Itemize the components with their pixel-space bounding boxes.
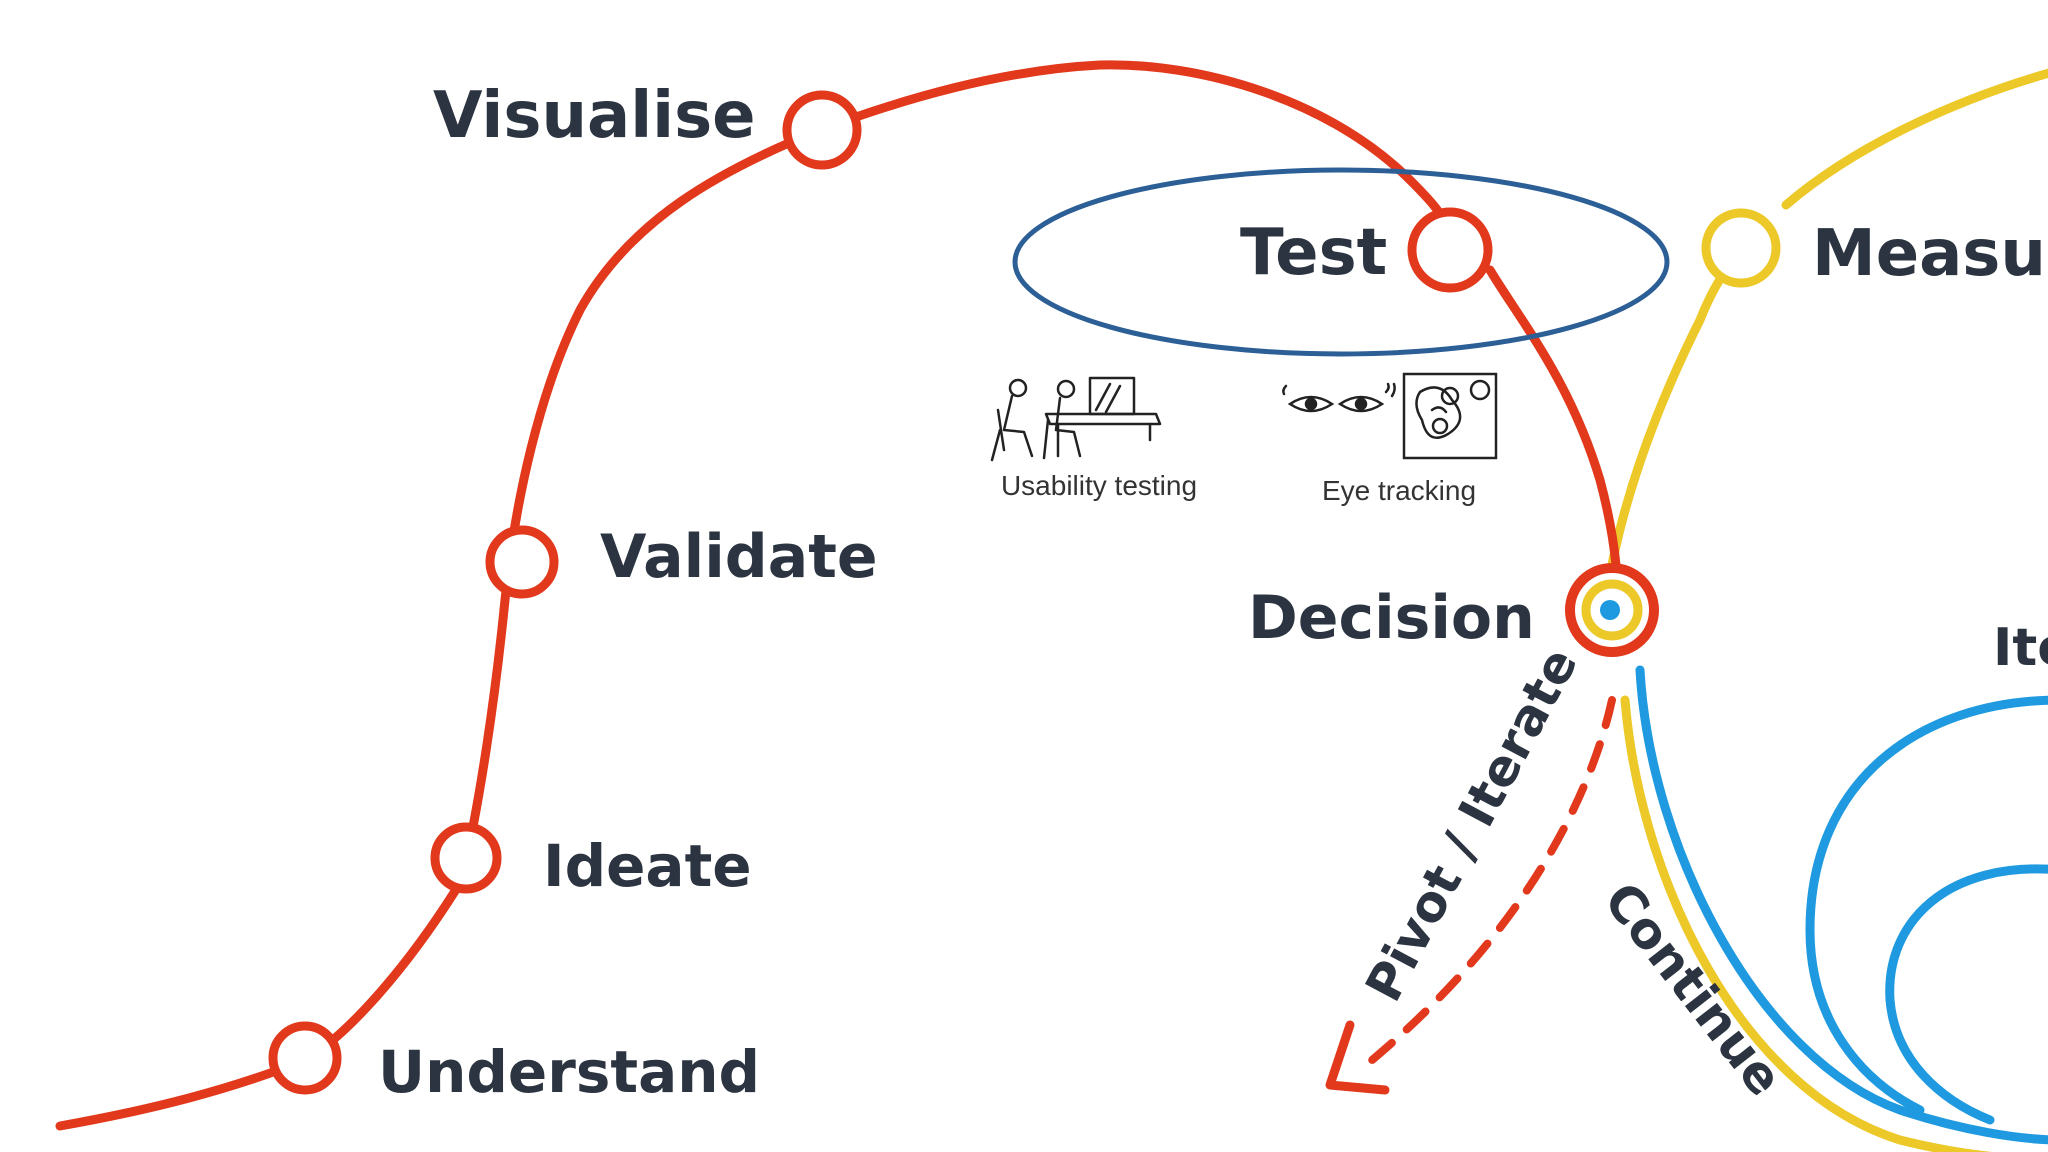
- label-continue: Continue: [1593, 872, 1794, 1107]
- label-validate: Validate: [600, 522, 878, 592]
- label-visualise: Visualise: [433, 79, 756, 153]
- test-highlight-ellipse: [1012, 167, 1670, 357]
- label-measure: Measur: [1812, 217, 2048, 291]
- red-process-path: [55, 60, 1457, 1131]
- node-understand: [268, 1021, 342, 1095]
- pivot-arrow-head: [1325, 1020, 1390, 1095]
- label-ideate: Ideate: [543, 832, 752, 900]
- continue-path-yellow: [1620, 695, 1992, 1152]
- node-ideate: [430, 822, 502, 894]
- red-process-path-descent: [1485, 265, 1621, 570]
- caption-usability-testing: Usability testing: [1001, 470, 1197, 501]
- pivot-arrow-line: [1356, 696, 1616, 1074]
- caption-eye-tracking: Eye tracking: [1322, 475, 1476, 506]
- iterate-loop-outer: [1805, 695, 2048, 1115]
- node-decision: [1565, 563, 1659, 657]
- label-pivot-iterate: Pivot / Iterate: [1354, 639, 1588, 1011]
- measure-loop-line-top: [1781, 68, 2048, 210]
- iterate-loop-inner: [1885, 864, 2048, 1125]
- label-decision: Decision: [1248, 583, 1535, 653]
- eyes-heatmap-icon: [1282, 372, 1498, 460]
- label-iterate: Ite: [1993, 618, 2048, 678]
- label-test: Test: [1240, 216, 1387, 290]
- continue-path-blue: [1635, 665, 2048, 1145]
- label-understand: Understand: [378, 1038, 760, 1106]
- node-visualise: [782, 90, 862, 170]
- node-validate: [485, 525, 559, 599]
- people-at-computer-icon: [990, 376, 1162, 462]
- node-measure: [1701, 208, 1781, 288]
- node-test: [1407, 207, 1493, 293]
- measure-loop-line: [1600, 235, 1765, 610]
- brand-logo-icon: [1926, 1043, 2002, 1088]
